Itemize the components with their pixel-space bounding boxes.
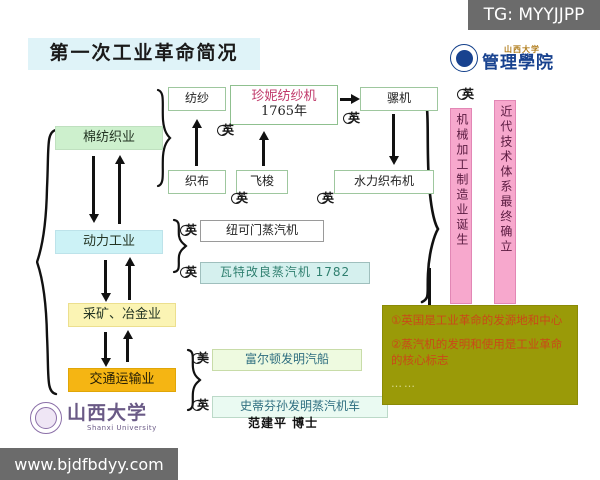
process-box-weaving[interactable]: 织布 [168,170,226,194]
author-credit: 范建平 博士 [248,416,319,430]
invention-box-spinning-jenny[interactable]: 珍妮纺纱机 1765年 [230,85,338,125]
arrow-power-to-cotton-shaft [118,162,121,224]
invention-box-fulton-steamboat[interactable]: 富尔顿发明汽船 [212,349,362,371]
spinning-jenny-year: 1765年 [260,104,308,119]
conclusion-point-2: ②蒸汽机的发明和使用是工业革命的核心标志 [391,336,563,368]
school-seal-icon [450,44,478,72]
conclusion-ellipsis: …… [391,377,417,391]
left-sector-brace [36,128,58,396]
cotton-split-brace [156,88,172,188]
brace-to-conclusion-line [428,268,431,308]
arrow-cotton-to-power-shaft [92,156,95,216]
arrow-mining-to-power-head [124,257,135,266]
arrow-power-to-mining-shaft [104,260,107,296]
university-name-cn: 山西大学 [67,402,148,424]
arrow-transport-to-mining-head [122,330,133,339]
country-marker-jenny: 英 [216,123,235,137]
arrow-transport-to-mining-shaft [126,336,129,362]
power-split-brace [172,218,188,274]
process-box-spinning[interactable]: 纺纱 [168,87,226,111]
arrow-shuttle-to-jenny-head [258,131,269,140]
university-seal-icon [30,402,62,434]
arrow-weaving-to-spinning-head [191,119,202,128]
right-outcome-brace [416,88,440,304]
arrow-mule-to-waterloom-shaft [392,114,395,158]
school-of-management-logo: 山西大学 管理學院 [450,40,568,76]
school-name-cn: 管理學院 [482,53,554,73]
shanxi-university-logo: 山西大学 Shanxi University [30,398,180,438]
arrow-jenny-to-mule-head [351,94,360,104]
arrow-power-to-mining-head [100,293,111,302]
arrow-mining-to-power-shaft [128,264,131,300]
sector-box-power[interactable]: 动力工业 [55,230,163,254]
sector-box-mining[interactable]: 采矿、冶金业 [68,303,176,327]
invention-box-stephenson-locomotive[interactable]: 史蒂芬孙发明蒸汽机车 [212,396,388,418]
arrow-cotton-to-power-head [88,214,99,223]
conclusion-box[interactable]: ①英国是工业革命的发源地和中心 ②蒸汽机的发明和使用是工业革命的核心标志 …… [382,305,578,405]
university-name-en: Shanxi University [87,424,157,432]
outcome-box-machine-manufacturing[interactable]: 机械加工制造业诞生 [450,108,472,304]
country-marker-stephenson: 英 [191,398,210,412]
arrow-power-to-cotton-head [114,155,125,164]
country-marker-newcomen: 英 [179,223,198,237]
page-title: 第一次工业革命简况 [28,38,260,70]
country-marker-fulton: 美 [191,351,210,365]
invention-box-newcomen-engine[interactable]: 纽可门蒸汽机 [200,220,324,242]
country-marker-brace-top: 英 [456,87,475,101]
arrow-jenny-to-mule-shaft [340,97,352,101]
country-marker-water-loom: 英 [316,191,335,205]
invention-box-flying-shuttle[interactable]: 飞梭 [236,170,288,194]
spinning-jenny-name: 珍妮纺纱机 [251,89,317,105]
sector-box-cotton[interactable]: 棉纺织业 [55,126,163,150]
country-marker-mule: 英 [342,111,361,125]
website-watermark: www.bjdfbdyy.com [0,448,178,480]
invention-box-mule[interactable]: 骡机 [360,87,438,111]
arrow-weaving-to-spinning-shaft [195,126,198,166]
arrow-mule-to-waterloom-head [388,156,399,165]
country-marker-shuttle: 英 [230,191,249,205]
arrow-shuttle-to-jenny-shaft [262,138,265,166]
school-parent-name: 山西大学 [504,44,540,54]
telegram-watermark: TG: MYYJJPP [468,0,600,30]
invention-box-water-loom[interactable]: 水力织布机 [334,170,434,194]
outcome-box-modern-tech-system[interactable]: 近代技术体系最终确立 [494,100,516,304]
country-marker-watt: 英 [179,265,198,279]
arrow-mining-to-transport-shaft [104,332,107,360]
invention-box-watt-engine[interactable]: 瓦特改良蒸汽机 1782 [200,262,370,284]
conclusion-point-1: ①英国是工业革命的发源地和中心 [391,313,563,327]
arrow-mining-to-transport-head [100,358,111,367]
sector-box-transport[interactable]: 交通运输业 [68,368,176,392]
